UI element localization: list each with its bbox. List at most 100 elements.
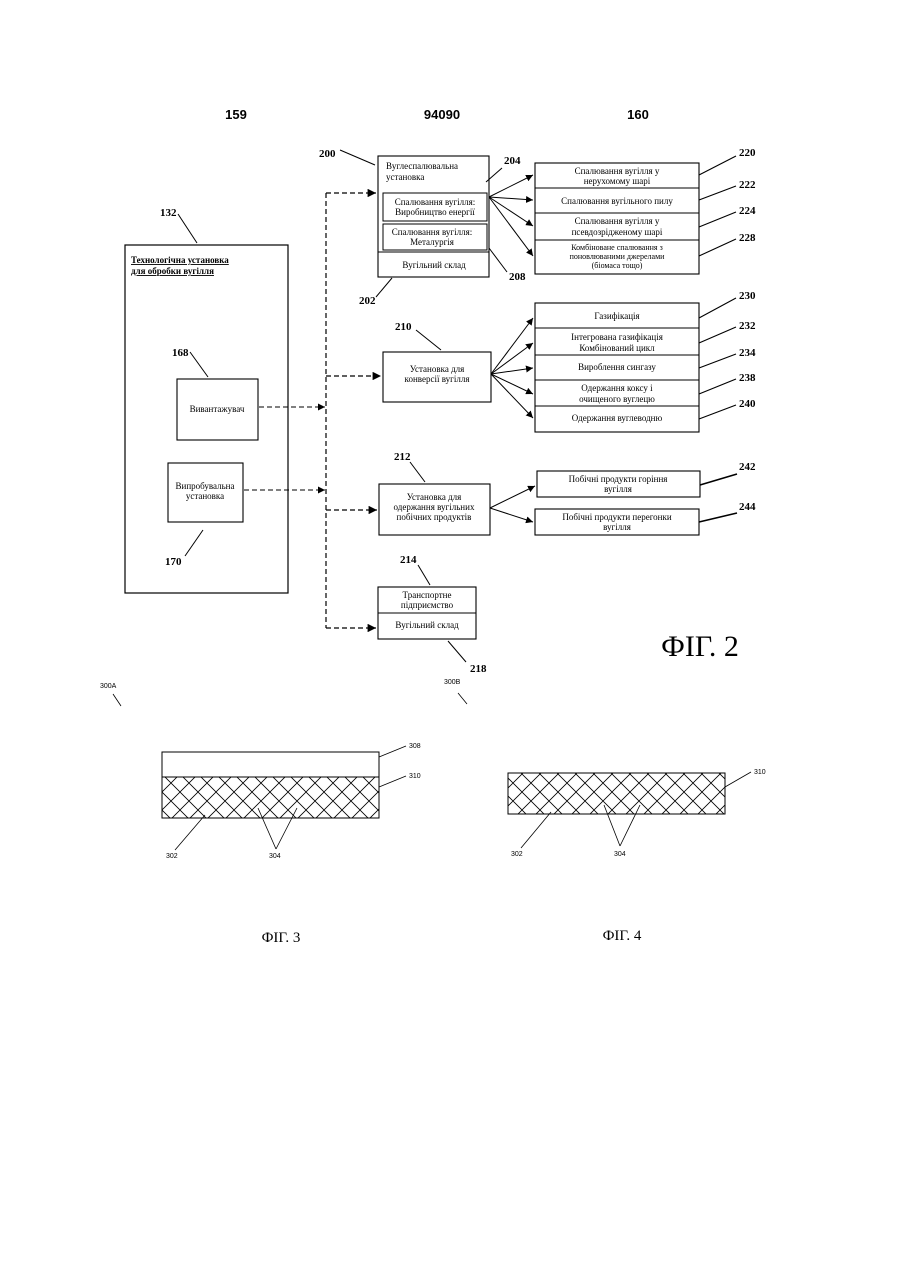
transport-storage-label: Вугільний склад <box>395 620 459 630</box>
fluidized-bed-line1: Спалювання вугілля у <box>575 216 660 226</box>
ref-label-132: 132 <box>160 207 177 219</box>
igcc-line1: Інтегрована газифікація <box>571 332 663 342</box>
pulverized-coal-label: Спалювання вугільного пилу <box>561 196 673 206</box>
ref-label-244: 244 <box>739 501 756 513</box>
leader-214 <box>418 565 430 585</box>
syngas-label: Вироблення сингазу <box>578 362 656 372</box>
distillation-byproducts-line1: Побічні продукти перегонки <box>562 512 672 522</box>
ref-label-168: 168 <box>172 347 189 359</box>
ref-label-302-fig3: 302 <box>166 853 178 860</box>
leader-220 <box>699 156 736 175</box>
ref-label-230: 230 <box>739 290 756 302</box>
ref-label-300b: 300B <box>444 679 461 686</box>
leader-240 <box>699 405 736 419</box>
cofiring-line3: (біомаса тощо) <box>592 261 643 270</box>
byproduct-plant-line1: Установка для <box>407 492 462 502</box>
leader-200 <box>340 150 375 165</box>
hydrocarbon-label: Одержання вуглеводню <box>572 413 663 423</box>
coke-line2: очищеного вуглецю <box>579 394 655 404</box>
leader-242 <box>700 474 737 485</box>
leader-310-fig4 <box>725 772 751 787</box>
arrow-to-gasification <box>491 318 533 374</box>
byproduct-plant-line2: одержання вугільних <box>394 502 475 512</box>
ref-label-308: 308 <box>409 743 421 750</box>
ref-label-210: 210 <box>395 321 412 333</box>
cofiring-line1: Комбіноване спалювання з <box>571 243 663 252</box>
power-generation-line1: Спалювання вугілля: <box>395 197 476 207</box>
igcc-line2: Комбінований цикл <box>579 343 655 353</box>
ref-label-228: 228 <box>739 232 756 244</box>
conversion-plant-line2: конверсії вугілля <box>405 374 470 384</box>
document-number: 94090 <box>424 107 460 122</box>
figure-4-caption: ФІГ. 4 <box>603 928 642 944</box>
ref-label-170: 170 <box>165 556 182 568</box>
metallurgy-line1: Спалювання вугілля: <box>392 227 473 237</box>
mesh-layer-310-fig4 <box>508 773 725 814</box>
page-number-left: 159 <box>225 107 247 122</box>
leader-238 <box>699 379 736 394</box>
coal-storage-label: Вугільний склад <box>402 260 466 270</box>
cofiring-line2: поновлюваними джерелами <box>570 252 666 261</box>
ref-label-202: 202 <box>359 295 376 307</box>
leader-212 <box>410 462 425 482</box>
arrow-to-hydrocarbon <box>491 374 533 418</box>
main-plant-box <box>125 245 288 593</box>
arrow-to-cofiring <box>489 197 533 256</box>
leader-232 <box>699 327 736 343</box>
figure-2-caption: ФІГ. 2 <box>661 630 739 663</box>
combustion-plant-title-line1: Вуглеспалювальна <box>386 161 458 171</box>
ref-label-240: 240 <box>739 398 756 410</box>
top-layer-308 <box>162 752 379 777</box>
main-plant-title-line1: Технологічна установка <box>131 255 229 265</box>
test-plant-line1: Випробувальна <box>176 481 235 491</box>
ref-label-224: 224 <box>739 205 756 217</box>
main-plant-title-line2: для обробки вугілля <box>131 266 214 276</box>
ref-label-310-fig4: 310 <box>754 769 766 776</box>
metallurgy-line2: Металургія <box>410 237 454 247</box>
ref-label-222: 222 <box>739 179 756 191</box>
leader-202 <box>376 278 392 297</box>
test-plant-line2: установка <box>186 491 224 501</box>
leader-204 <box>486 168 502 182</box>
leader-218 <box>448 641 466 662</box>
coke-line1: Одержання коксу і <box>581 383 653 393</box>
ref-label-212: 212 <box>394 451 411 463</box>
mesh-layer-310 <box>162 777 379 818</box>
ref-label-214: 214 <box>400 554 417 566</box>
leader-230 <box>699 298 736 318</box>
figure-3-caption: ФІГ. 3 <box>262 930 301 946</box>
ref-label-200: 200 <box>319 148 336 160</box>
ref-label-234: 234 <box>739 347 756 359</box>
gasification-label: Газифікація <box>594 311 639 321</box>
ref-label-304-fig3: 304 <box>269 853 281 860</box>
leader-302-fig3 <box>175 815 205 850</box>
arrow-to-fixed-bed <box>489 175 533 197</box>
leader-210 <box>416 330 441 350</box>
leader-302-fig4 <box>521 812 551 848</box>
fixed-bed-line1: Спалювання вугілля у <box>575 166 660 176</box>
ref-label-204: 204 <box>504 155 521 167</box>
ref-label-300a: 300A <box>100 683 117 690</box>
page-number-right: 160 <box>627 107 649 122</box>
leader-308 <box>379 746 406 757</box>
leader-132 <box>178 214 197 243</box>
arrow-to-fluidized <box>489 197 533 226</box>
leader-234 <box>699 354 736 368</box>
leader-310-fig3 <box>379 776 406 787</box>
unloader-label: Вивантажувач <box>190 404 245 414</box>
byproduct-plant-line3: побічних продуктів <box>397 512 472 522</box>
transport-line1: Транспортне <box>403 590 452 600</box>
leader-224 <box>699 212 736 227</box>
conversion-plant-line1: Установка для <box>410 364 465 374</box>
ref-label-304-fig4: 304 <box>614 851 626 858</box>
fluidized-bed-line2: псевдозрідженому шарі <box>572 227 663 237</box>
leader-168 <box>190 352 208 377</box>
combustion-byproducts-line2: вугілля <box>604 484 632 494</box>
ref-label-302-fig4: 302 <box>511 851 523 858</box>
arrow-to-distillation-byproducts <box>490 508 533 522</box>
distillation-byproducts-line2: вугілля <box>603 522 631 532</box>
leader-208 <box>489 248 507 272</box>
ref-label-208: 208 <box>509 271 526 283</box>
